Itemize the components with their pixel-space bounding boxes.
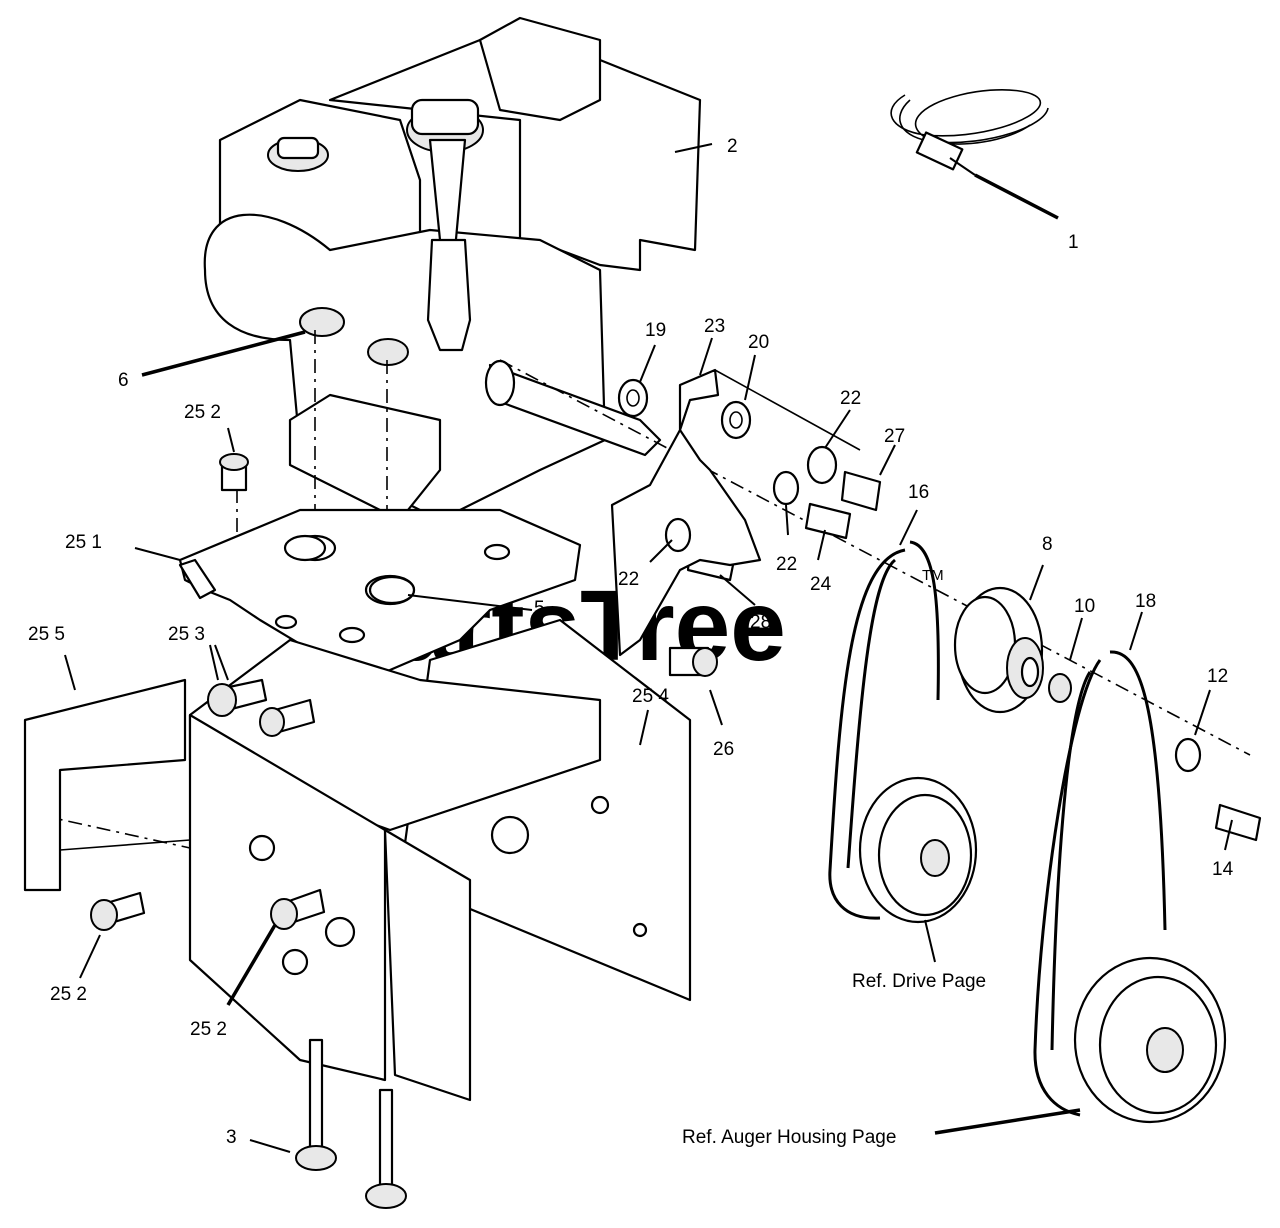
callout-27: 27: [884, 426, 905, 447]
callout-8: 8: [1042, 534, 1053, 555]
engine: [203, 16, 713, 522]
side-bracket: [23, 678, 191, 892]
callout-25-4: 25 4: [632, 686, 669, 707]
bracket: [610, 368, 861, 657]
callout-14: 14: [1212, 859, 1234, 880]
callout-23: 23: [704, 316, 725, 337]
frame-housing: [188, 618, 692, 1102]
callout-labels: 1 2 6 25 2 25 1 25 5 25 3 5 19 23 20 22 …: [28, 136, 1234, 1148]
callout-25-2-left: 25 2: [50, 984, 87, 1005]
callout-18: 18: [1135, 591, 1156, 612]
leader-lines: [64, 173, 1233, 1153]
callout-25-3: 25 3: [168, 624, 205, 645]
callout-22-low: 22: [618, 569, 639, 590]
callout-26: 26: [713, 739, 734, 760]
ref-auger-housing-page: Ref. Auger Housing Page: [682, 1127, 896, 1148]
callout-2: 2: [727, 136, 738, 157]
callout-25-2-bottom: 25 2: [190, 1019, 227, 1040]
callout-25-2-top: 25 2: [184, 402, 221, 423]
extension-cord: [890, 89, 1049, 176]
callout-16: 16: [908, 482, 929, 503]
callout-12: 12: [1207, 666, 1228, 687]
callout-10: 10: [1074, 596, 1095, 617]
callout-19: 19: [645, 320, 666, 341]
callout-20: 20: [748, 332, 769, 353]
auger-belt-18: [1033, 650, 1227, 1124]
callout-24: 24: [810, 574, 832, 595]
drive-belt-16: [828, 540, 978, 924]
callout-22-top: 22: [840, 388, 861, 409]
callout-25-1: 25 1: [65, 532, 102, 553]
callout-3: 3: [226, 1127, 237, 1148]
callout-5: 5: [534, 598, 545, 619]
ref-drive-page: Ref. Drive Page: [852, 971, 986, 992]
callout-6: 6: [118, 370, 129, 391]
callout-25-5: 25 5: [28, 624, 65, 645]
pulley-small: [953, 586, 1044, 714]
callout-1: 1: [1068, 232, 1079, 253]
bolts: [90, 453, 1262, 1209]
washers: [283, 378, 1202, 773]
callout-22-mid: 22: [776, 554, 797, 575]
callout-28: 28: [750, 612, 771, 633]
